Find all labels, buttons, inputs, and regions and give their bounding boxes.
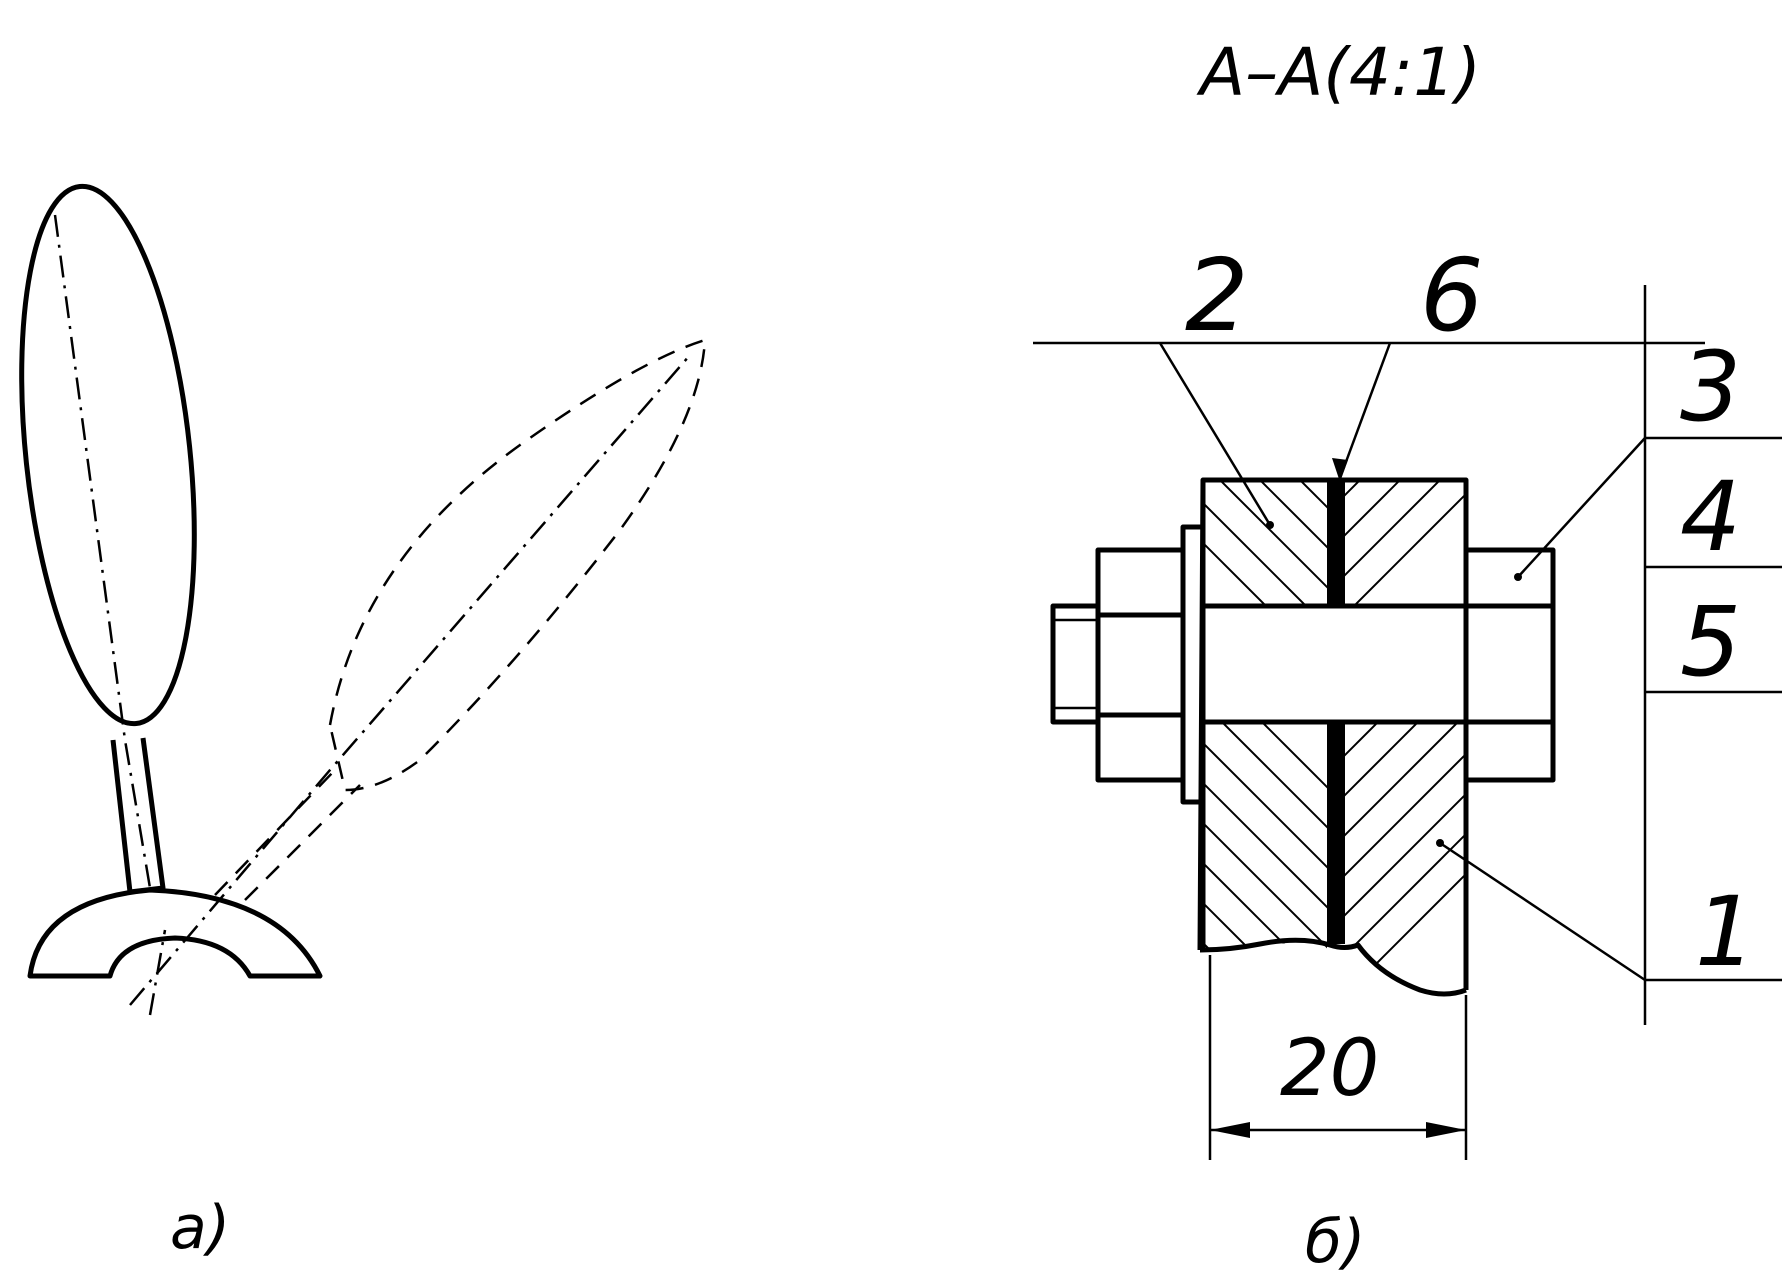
gasket-strip-top [1327, 480, 1345, 606]
figure-a-lever [19, 183, 707, 1016]
right-plate-hatching [1345, 480, 1466, 991]
bolt-shank [1200, 603, 1556, 725]
callout-part-5: 5 [1680, 586, 1741, 698]
figure-a-label: a) [170, 1193, 230, 1263]
plate-break-line [1199, 937, 1467, 997]
nut [1095, 547, 1186, 783]
handle-axis-centerline [53, 214, 152, 889]
left-plate-hatching [1200, 480, 1327, 952]
dimension-arrow-right [1426, 1122, 1466, 1138]
bolt-thread-end [1050, 603, 1101, 725]
leader-part-1 [1439, 841, 1646, 982]
leader-part-2 [1158, 342, 1272, 526]
handle-phantom-shank [214, 769, 361, 901]
figure-b-label: б) [1305, 1207, 1365, 1277]
handle-phantom-base-axis [148, 929, 167, 1016]
callout-part-3: 3 [1680, 331, 1741, 443]
handle-phantom-axis [129, 354, 691, 1006]
handle-phantom-outline [328, 338, 707, 792]
callout-part-4: 4 [1680, 461, 1741, 573]
dimension-value: 20 [1280, 1024, 1379, 1114]
dimension-arrow-left [1210, 1122, 1250, 1138]
handle-grip [19, 183, 197, 727]
bolt-head [1463, 547, 1556, 783]
figure-b-section: 20 2 6 3 4 5 1 [1033, 237, 1782, 1160]
leader-part-3 [1517, 437, 1646, 578]
callout-part-6: 6 [1420, 237, 1484, 354]
gasket-strip-bottom [1327, 722, 1345, 944]
section-title: A–A(4:1) [1196, 34, 1481, 111]
handle-base [27, 887, 323, 979]
leader-part-6 [1338, 342, 1392, 479]
callout-part-1: 1 [1695, 876, 1756, 988]
callout-part-2: 2 [1185, 237, 1249, 354]
